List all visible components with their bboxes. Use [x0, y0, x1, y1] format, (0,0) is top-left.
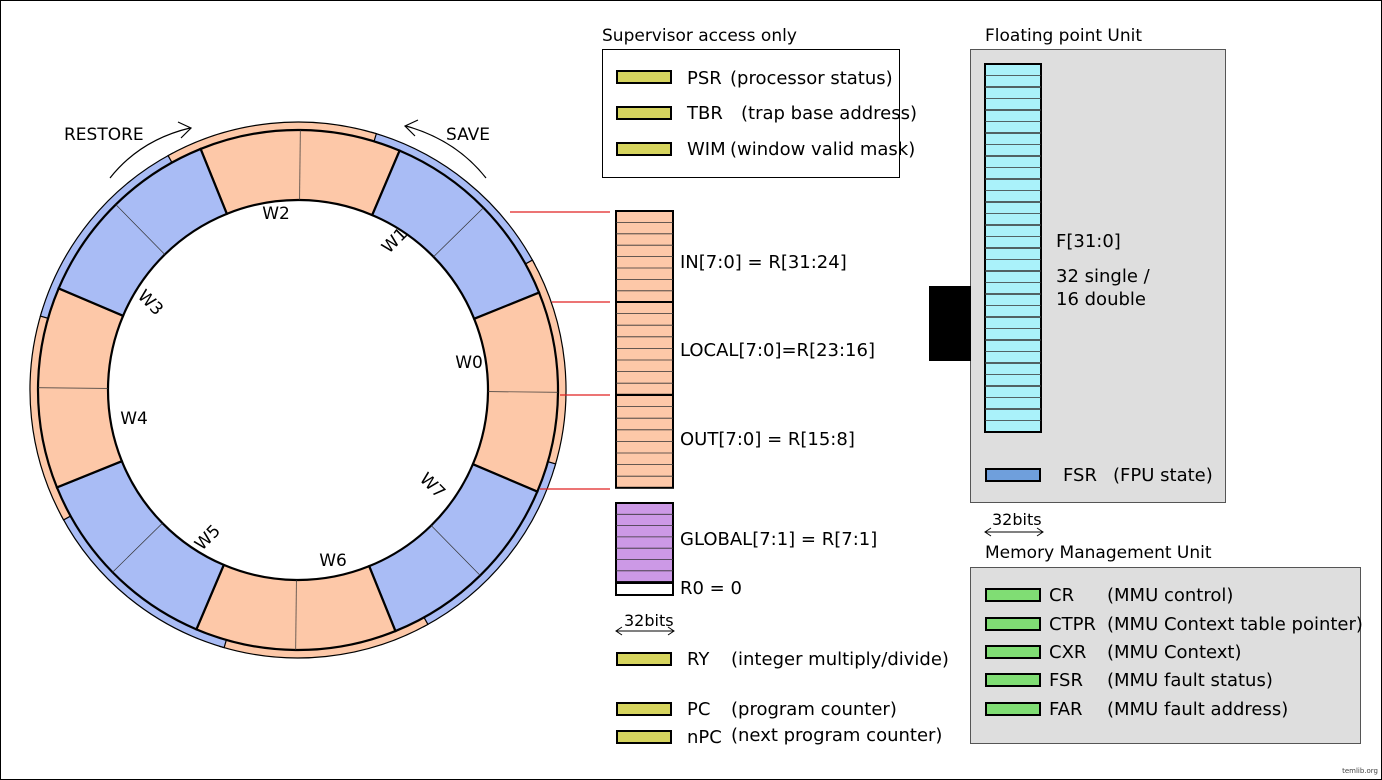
mmu-fsr-desc: (MMU fault status)	[1107, 670, 1273, 691]
window-segment-divider	[112, 522, 163, 573]
window-segment-divider	[295, 579, 297, 650]
pc-desc: (program counter)	[731, 699, 897, 720]
mmu-title: Memory Management Unit	[985, 543, 1212, 563]
mmu-cr-name: CR	[1049, 585, 1075, 606]
fpu-desc-line1: 32 single /	[1056, 266, 1150, 287]
fpu-fsr-desc: (FPU state)	[1113, 465, 1213, 486]
out-registers-label: OUT[7:0] = R[15:8]	[680, 429, 855, 450]
psr-desc: (processor status)	[730, 68, 893, 89]
fpu-title: Floating point Unit	[985, 26, 1143, 46]
mmu-cxr-desc: (MMU Context)	[1107, 642, 1242, 663]
ry-register	[616, 652, 672, 666]
fpu-width-label: 32bits	[992, 510, 1042, 529]
save-label: SAVE	[446, 125, 491, 145]
tbr-register	[616, 106, 672, 120]
window-label-w0: W0	[455, 353, 483, 373]
r0-label: R0 = 0	[680, 578, 742, 599]
ry-name: RY	[687, 649, 710, 670]
regfile-width-label: 32bits	[624, 611, 674, 630]
window-segment-divider	[38, 387, 109, 389]
global-registers-label: GLOBAL[7:1] = R[7:1]	[680, 529, 878, 550]
wim-desc: (window valid mask)	[730, 139, 916, 160]
mmu-fsr-name: FSR	[1049, 670, 1083, 691]
window-label-w6: W6	[319, 551, 347, 571]
mmu-far-name: FAR	[1049, 699, 1083, 720]
window-label-w2: W2	[262, 204, 290, 224]
save-arrow	[405, 125, 487, 179]
pc-register	[616, 702, 672, 716]
save-arrow-head	[403, 119, 419, 137]
mmu-cr-register	[985, 588, 1041, 602]
supervisor-title: Supervisor access only	[602, 26, 797, 46]
mmu-ctpr-name: CTPR	[1049, 614, 1096, 635]
tbr-desc: (trap base address)	[741, 103, 918, 124]
fpu-fsr-name: FSR	[1063, 465, 1097, 486]
local-registers-label: LOCAL[7:0]=R[23:16]	[680, 340, 875, 361]
restore-label: RESTORE	[64, 125, 144, 145]
mmu-far-register	[985, 702, 1041, 716]
credit-text: temlib.org	[1342, 767, 1378, 775]
mmu-cxr-register	[985, 645, 1041, 659]
mmu-ctpr-register	[985, 617, 1041, 631]
ry-desc: (integer multiply/divide)	[731, 649, 949, 670]
npc-register	[616, 730, 672, 744]
window-label-w4: W4	[120, 409, 148, 429]
fpu-desc-line2: 16 double	[1056, 289, 1146, 310]
psr-name: PSR	[687, 68, 722, 89]
window-segment-divider	[430, 525, 481, 576]
restore-arrow	[109, 127, 191, 179]
fpu-fsr-register	[985, 468, 1041, 482]
fpu-registers-label: F[31:0]	[1056, 231, 1121, 252]
mmu-far-desc: (MMU fault address)	[1107, 699, 1289, 720]
window-segment-divider	[433, 207, 484, 258]
window-segment-divider	[487, 391, 558, 393]
psr-register	[616, 70, 672, 84]
wim-register	[616, 142, 672, 156]
mmu-fsr-register	[985, 673, 1041, 687]
window-segment-divider	[115, 204, 166, 255]
restore-arrow-head	[177, 121, 193, 139]
wim-name: WIM	[687, 139, 726, 160]
mmu-cr-desc: (MMU control)	[1107, 585, 1234, 606]
tbr-name: TBR	[687, 103, 723, 124]
window-segment-divider	[299, 130, 301, 201]
npc-name: nPC	[687, 727, 722, 748]
mmu-ctpr-desc: (MMU Context table pointer)	[1107, 614, 1363, 635]
pc-name: PC	[687, 699, 711, 720]
fpu-bus-connector	[929, 286, 971, 361]
mmu-cxr-name: CXR	[1049, 642, 1087, 663]
npc-desc: (next program counter)	[731, 725, 943, 746]
in-registers-label: IN[7:0] = R[31:24]	[680, 252, 847, 273]
